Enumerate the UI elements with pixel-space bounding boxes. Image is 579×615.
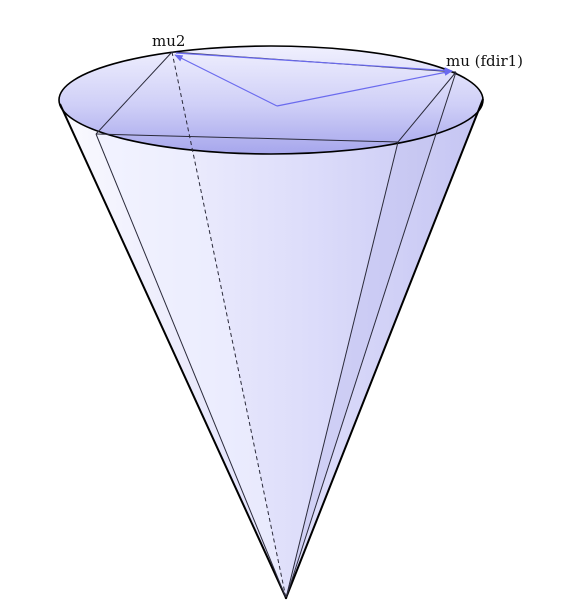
- label-mu2: mu2: [152, 32, 185, 50]
- cone-inner-facet-left: [96, 52, 286, 598]
- cone-outline-right: [285, 98, 484, 599]
- generator-dashed-mu2: [171, 51, 287, 599]
- vector-mu2-to-mu: [175, 52, 453, 74]
- base-edge-front: [95, 133, 399, 143]
- cone-apex: [284, 596, 288, 600]
- vector-to-mu: [276, 69, 453, 107]
- cone-base-ellipse: [58, 45, 484, 155]
- cone-outline-left: [59, 103, 287, 599]
- generator-right-front: [285, 141, 399, 599]
- generator-left: [95, 133, 287, 599]
- generator-right-back: [285, 71, 457, 599]
- base-edge-right: [397, 71, 457, 143]
- base-edge-mu2-left: [95, 51, 173, 135]
- label-mu-fdir1: mu (fdir1): [446, 52, 523, 70]
- vector-to-mu2: [174, 54, 278, 107]
